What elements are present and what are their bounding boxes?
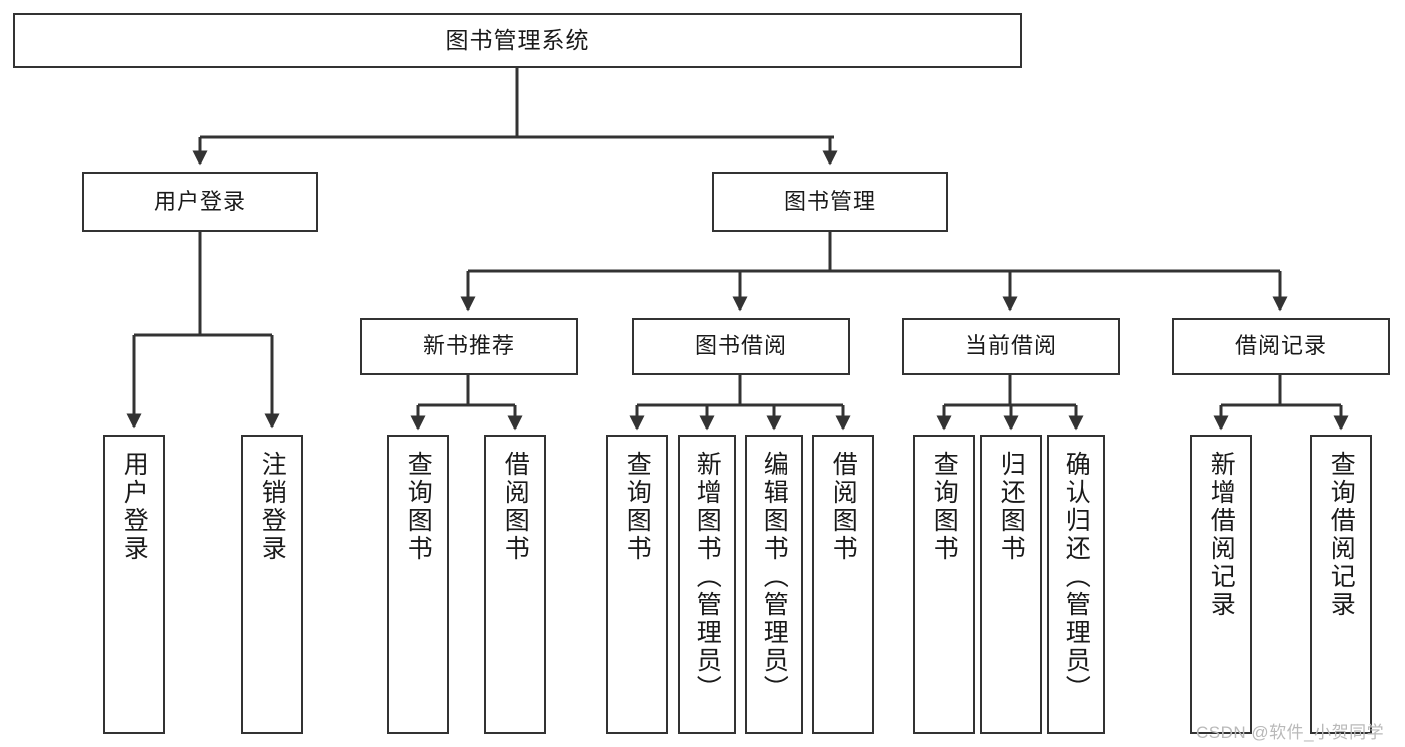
node-label: 当前借阅 (964, 333, 1057, 359)
node-label: 新增图书（管理员） (693, 451, 722, 703)
node-leaf-query-book-3[interactable]: 查询图书 (913, 435, 975, 734)
node-label: 查询图书 (404, 451, 433, 563)
watermark: CSDN @软件_小贺同学 (1196, 723, 1385, 742)
node-leaf-query-book-2[interactable]: 查询图书 (606, 435, 668, 734)
node-label: 借阅图书 (829, 451, 858, 563)
node-leaf-user-logout[interactable]: 注销登录 (241, 435, 303, 734)
node-current-borrow[interactable]: 当前借阅 (902, 318, 1120, 375)
node-leaf-query-record[interactable]: 查询借阅记录 (1310, 435, 1372, 734)
node-leaf-borrow-book-2[interactable]: 借阅图书 (812, 435, 874, 734)
node-borrow-record[interactable]: 借阅记录 (1172, 318, 1390, 375)
node-label: 查询图书 (930, 451, 959, 563)
node-root-system[interactable]: 图书管理系统 (13, 13, 1022, 68)
node-label: 用户登录 (120, 451, 149, 563)
node-label: 图书管理 (783, 188, 876, 214)
node-leaf-return-book[interactable]: 归还图书 (980, 435, 1042, 734)
node-leaf-query-book-1[interactable]: 查询图书 (387, 435, 449, 734)
node-label: 图书借阅 (694, 333, 787, 359)
node-label: 编辑图书（管理员） (760, 451, 789, 703)
node-book-manage[interactable]: 图书管理 (712, 172, 948, 232)
node-leaf-add-record[interactable]: 新增借阅记录 (1190, 435, 1252, 734)
node-label: 查询图书 (623, 451, 652, 563)
node-label: 查询借阅记录 (1327, 451, 1356, 619)
node-new-book-rec[interactable]: 新书推荐 (360, 318, 578, 375)
node-label: 注销登录 (258, 451, 287, 563)
node-leaf-add-book[interactable]: 新增图书（管理员） (678, 435, 736, 734)
node-label: 归还图书 (997, 451, 1026, 563)
node-label: 确认归还（管理员） (1062, 451, 1091, 703)
node-leaf-confirm-return[interactable]: 确认归还（管理员） (1047, 435, 1105, 734)
node-label: 新增借阅记录 (1207, 451, 1236, 619)
node-label: 用户登录 (153, 188, 246, 214)
node-label: 新书推荐 (422, 333, 515, 359)
node-leaf-edit-book[interactable]: 编辑图书（管理员） (745, 435, 803, 734)
node-leaf-borrow-book-1[interactable]: 借阅图书 (484, 435, 546, 734)
node-leaf-user-login[interactable]: 用户登录 (103, 435, 165, 734)
node-user-login[interactable]: 用户登录 (82, 172, 318, 232)
node-label: 图书管理系统 (445, 26, 590, 53)
node-label: 借阅记录 (1234, 333, 1327, 359)
node-book-borrow[interactable]: 图书借阅 (632, 318, 850, 375)
node-label: 借阅图书 (501, 451, 530, 563)
